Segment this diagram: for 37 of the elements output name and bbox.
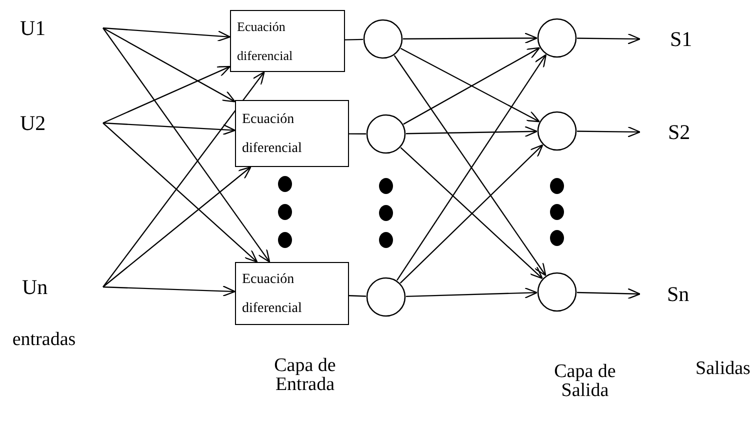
arrow xyxy=(406,126,538,138)
signal-label: Sn xyxy=(640,280,700,308)
equation-box: Ecuación diferencial xyxy=(235,100,349,167)
arrow xyxy=(577,126,641,138)
caption-label: Salidas xyxy=(694,359,752,378)
signal-label: Un xyxy=(22,272,103,302)
signal-label: U2 xyxy=(20,108,103,138)
neuron-circle xyxy=(537,272,577,312)
arrow xyxy=(102,166,252,288)
arrow xyxy=(406,287,538,299)
arrow xyxy=(102,286,236,297)
arrow xyxy=(403,32,538,44)
arrow xyxy=(102,122,258,263)
arrow xyxy=(102,27,231,42)
arrow xyxy=(102,27,236,102)
connector-line xyxy=(348,295,366,297)
neuron-circle xyxy=(537,18,577,58)
arrow xyxy=(102,28,270,263)
arrow xyxy=(102,66,231,124)
caption-label: Capa de Salida xyxy=(553,362,617,400)
neuron-circle xyxy=(537,111,577,151)
arrow xyxy=(102,122,236,136)
equation-box: Ecuación diferencial xyxy=(230,10,345,72)
neuron-circle xyxy=(366,114,406,154)
neuron-circle xyxy=(363,19,403,59)
signal-label: S1 xyxy=(640,25,690,53)
signal-label: U1 xyxy=(20,13,103,43)
arrow xyxy=(102,71,265,288)
neuron-circle xyxy=(366,277,406,317)
arrow xyxy=(577,33,641,44)
signal-label: S2 xyxy=(640,118,690,146)
connector-line xyxy=(349,133,366,134)
caption-label: Capa de Entrada xyxy=(273,356,337,394)
connector-line xyxy=(344,38,364,40)
arrow xyxy=(576,288,641,300)
equation-box: Ecuación diferencial xyxy=(235,262,349,325)
caption-label: entradas xyxy=(11,330,77,349)
